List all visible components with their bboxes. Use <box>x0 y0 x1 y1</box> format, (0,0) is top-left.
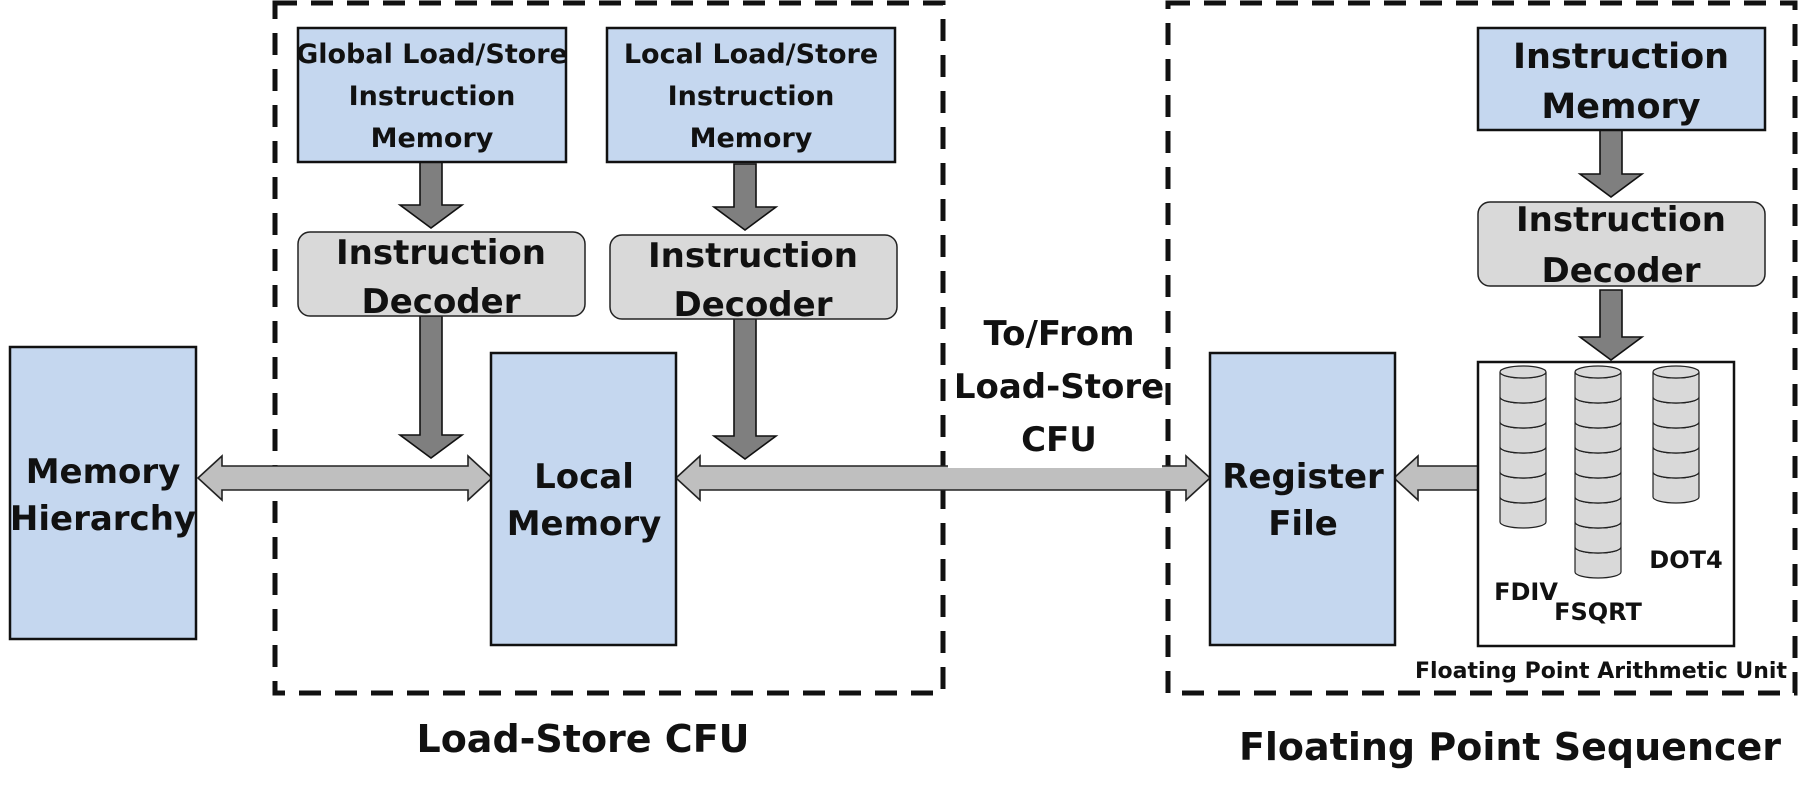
local-imem-to-decoder-arrow <box>711 163 779 231</box>
decoder-1-to-bus-arrow <box>397 315 465 459</box>
fp-sequencer-label: Floating Point Sequencer <box>1239 725 1781 769</box>
fpu-pipelines <box>1499 365 1700 579</box>
global-imem-to-decoder-arrow <box>397 161 465 229</box>
dot4-label: DOT4 <box>1649 546 1722 574</box>
fsqrt-label: FSQRT <box>1554 598 1642 626</box>
instruction-decoder-1: Instruction Decoder <box>297 231 586 322</box>
fp-decoder-label: Instruction <box>1516 200 1726 240</box>
local-memory-label: Memory <box>507 504 662 544</box>
decoder-2-to-bus-arrow <box>711 317 779 460</box>
global-imem-label: Instruction <box>349 81 516 112</box>
link-label-line: CFU <box>1021 420 1097 460</box>
link-label-line: Load-Store <box>954 367 1164 407</box>
local-memory-block: Local Memory <box>489 351 678 647</box>
memory-hierarchy-label: Memory <box>26 452 181 492</box>
decoder-2-label: Decoder <box>674 285 833 325</box>
register-file-label: Register <box>1222 457 1384 497</box>
local-imem-label: Local Load/Store <box>624 39 878 70</box>
fpu-to-register-file-arrow <box>1392 454 1479 502</box>
local-imem-label: Instruction <box>668 81 835 112</box>
pipeline-stage-top <box>1499 365 1547 379</box>
local-imem-label: Memory <box>690 123 813 154</box>
pipeline-stage-top <box>1574 365 1622 379</box>
fp-imem-label: Memory <box>1541 87 1700 127</box>
register-file-label: File <box>1268 504 1338 544</box>
fp-arithmetic-unit: FDIV FSQRT DOT4 Floating Point Arithmeti… <box>1415 360 1788 684</box>
local-memory-label: Local <box>534 457 634 497</box>
fp-decoder-to-fpu-arrow <box>1577 289 1645 361</box>
memory-hierarchy-block: Memory Hierarchy <box>8 345 198 641</box>
fp-instruction-memory-block: Instruction Memory <box>1476 26 1767 132</box>
fdiv-label: FDIV <box>1494 578 1558 606</box>
memory-hierarchy-label: Hierarchy <box>10 499 196 539</box>
link-label: To/From Load-Store CFU <box>948 298 1164 468</box>
fp-imem-label: Instruction <box>1513 37 1729 77</box>
decoder-1-label: Instruction <box>336 233 546 273</box>
fp-sequencer-boundary <box>1165 0 1798 696</box>
load-store-cfu-boundary <box>272 0 946 696</box>
memory-hierarchy-local-memory-arrow <box>196 454 494 502</box>
register-file-block: Register File <box>1208 351 1397 647</box>
decoder-1-label: Decoder <box>362 282 521 322</box>
instruction-decoder-2: Instruction Decoder <box>609 234 898 325</box>
global-imem-label: Global Load/Store <box>296 39 568 70</box>
global-imem-label: Memory <box>371 123 494 154</box>
fp-instruction-decoder: Instruction Decoder <box>1477 200 1766 291</box>
fp-imem-to-decoder-arrow <box>1577 129 1645 198</box>
global-instruction-memory-block: Global Load/Store Instruction Memory <box>296 26 568 164</box>
local-instruction-memory-block: Local Load/Store Instruction Memory <box>605 26 897 164</box>
pipeline-stage-top <box>1652 365 1700 379</box>
fp-decoder-label: Decoder <box>1542 251 1701 291</box>
decoder-2-label: Instruction <box>648 236 858 276</box>
fpu-label: Floating Point Arithmetic Unit <box>1415 659 1788 684</box>
link-label-line: To/From <box>983 314 1134 354</box>
load-store-cfu-label: Load-Store CFU <box>416 717 749 761</box>
